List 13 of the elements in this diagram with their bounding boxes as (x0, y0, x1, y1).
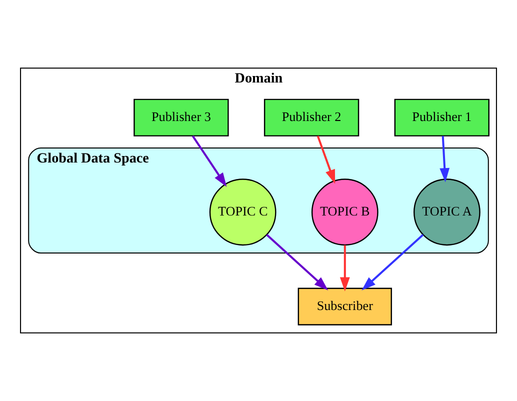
arrow (192, 135, 227, 187)
node-box: Publisher 3 (134, 98, 229, 136)
arrow (340, 245, 350, 292)
node-circle: TOPIC B (311, 178, 378, 246)
arrow (362, 234, 424, 290)
arrow (440, 136, 450, 182)
node-box: Subscriber (298, 288, 392, 326)
arrow (266, 234, 328, 290)
node-circle: TOPIC A (414, 178, 480, 246)
node-circle: TOPIC C (209, 178, 276, 246)
node-box: Publisher 1 (394, 98, 490, 136)
node-box: Publisher 2 (264, 98, 360, 136)
arrow (316, 136, 336, 184)
